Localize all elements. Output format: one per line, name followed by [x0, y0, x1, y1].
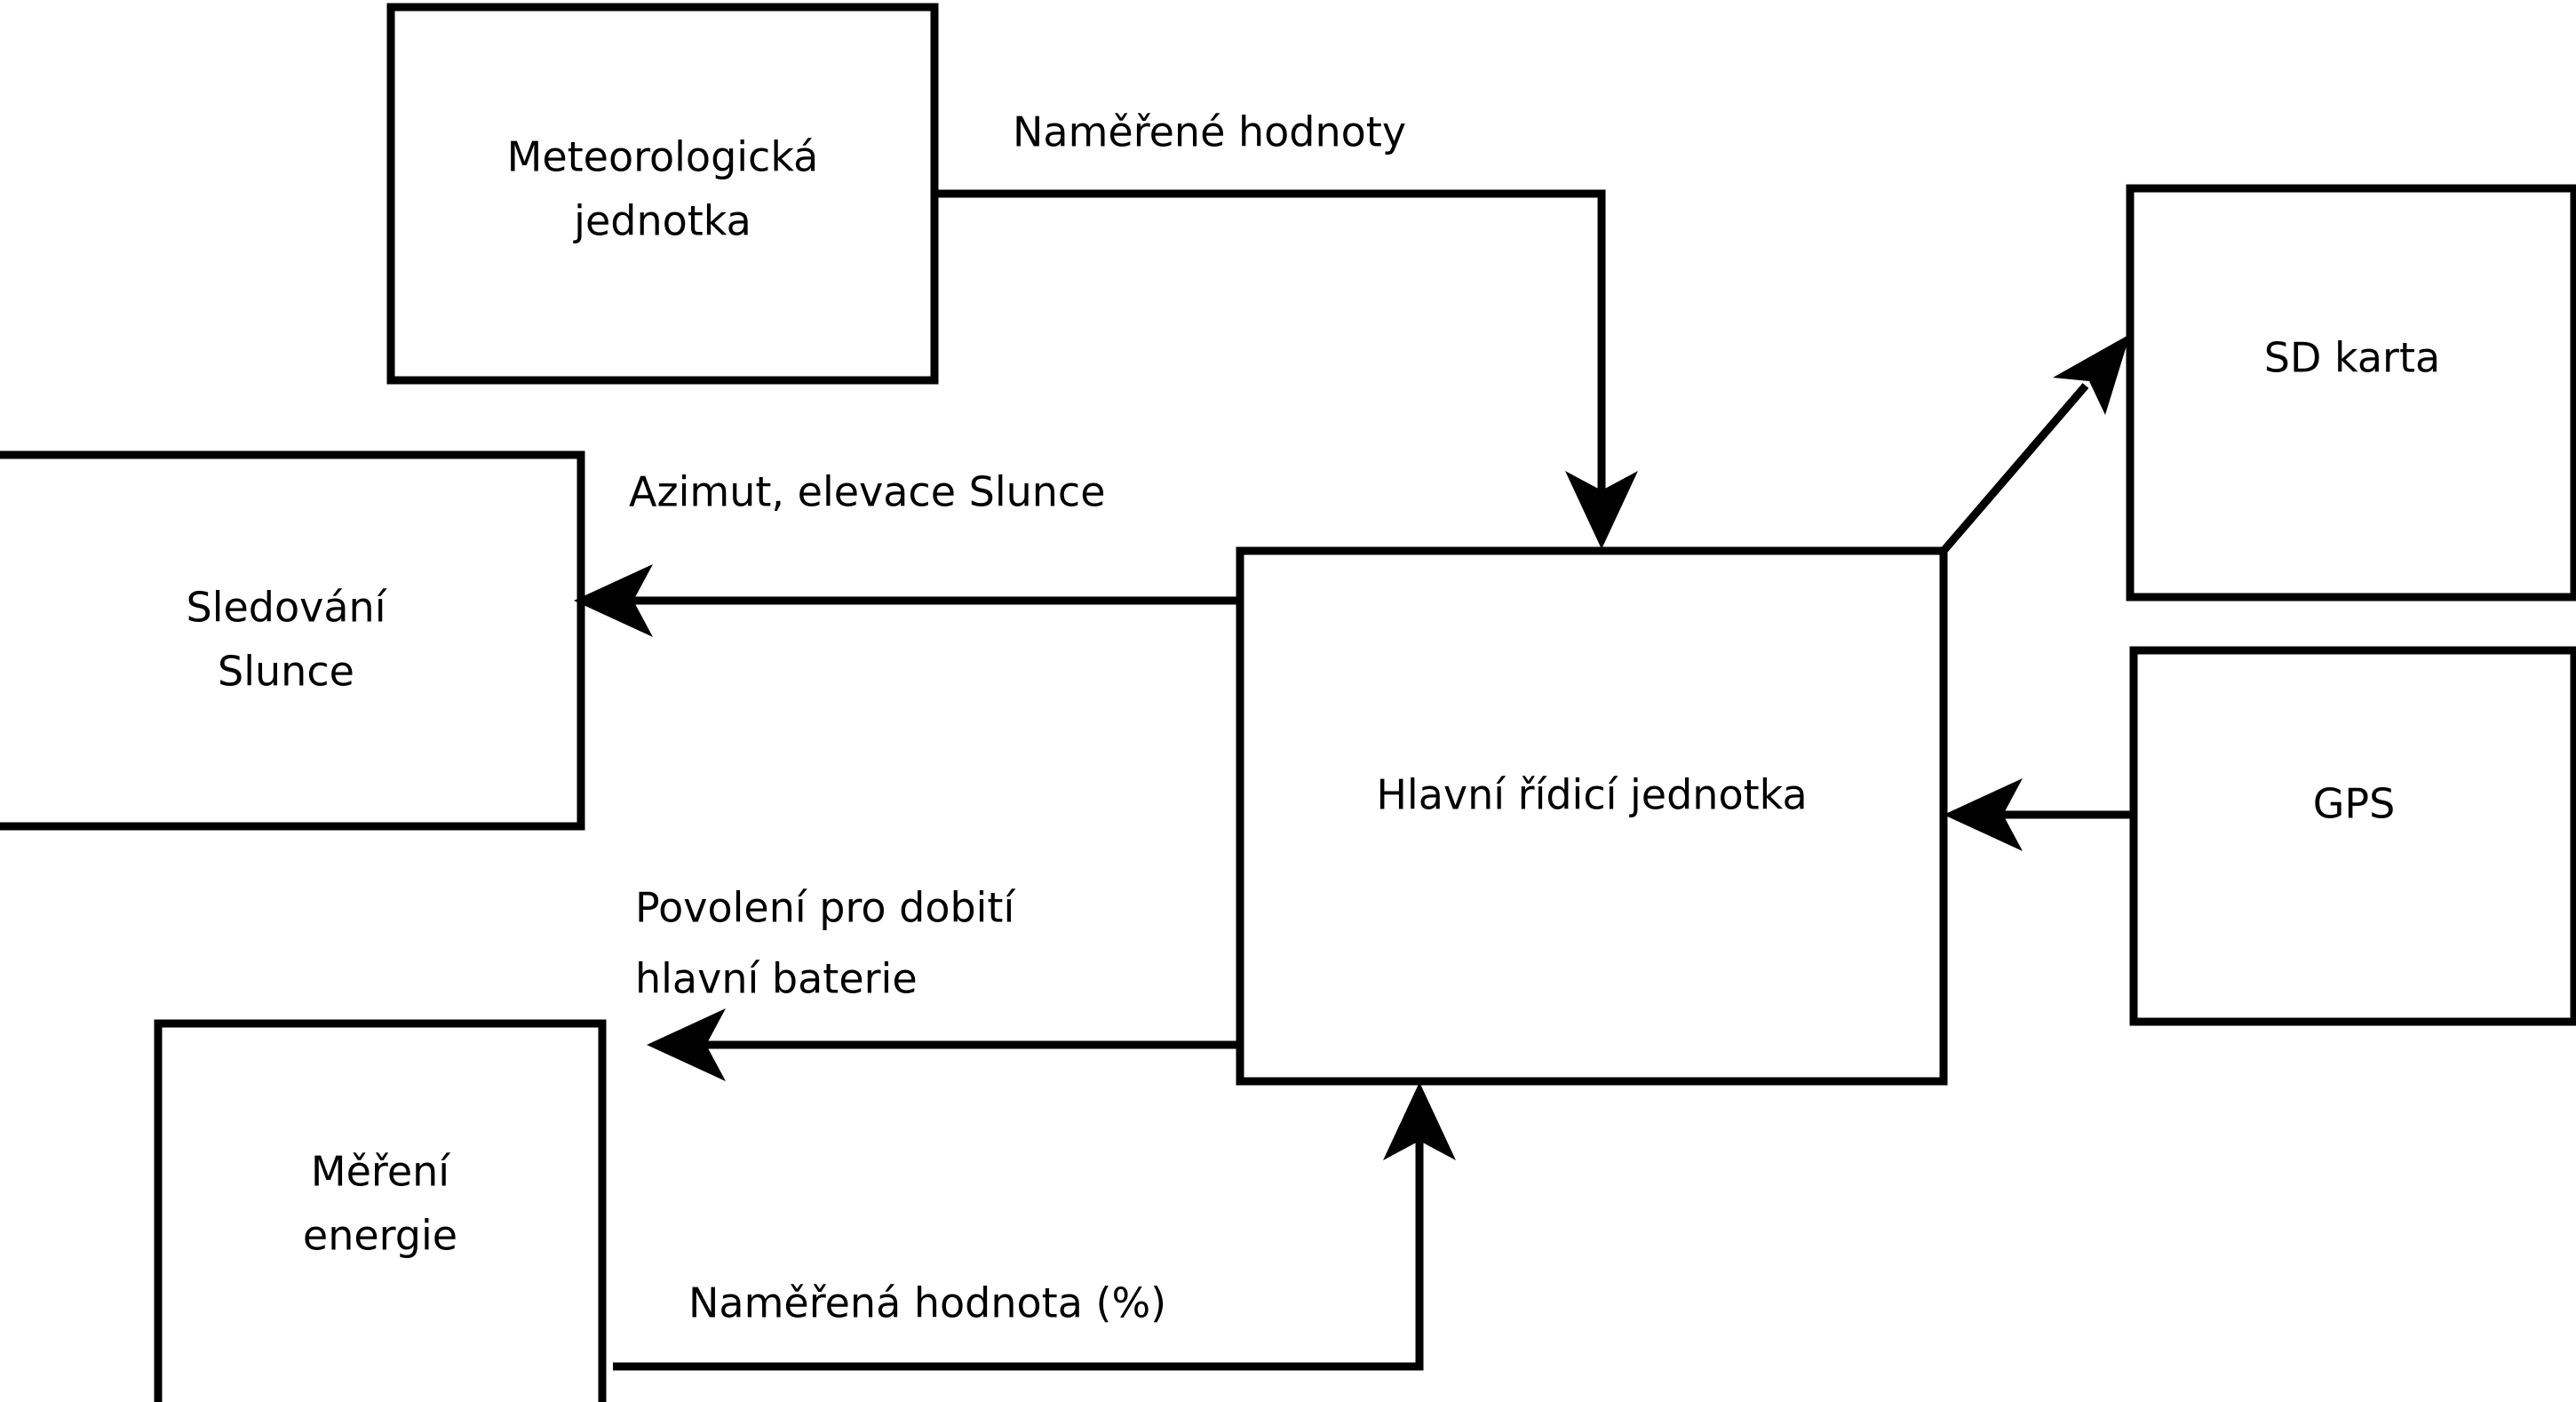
edge-label-azimut-elevace-slunce: Azimut, elevace Slunce: [629, 468, 1106, 516]
edge-label-main-to-energy: Povolení pro dobití hlavní baterie: [635, 884, 1015, 1003]
edge-label-meteo-to-main: Naměřené hodnoty: [1013, 108, 1406, 156]
edge-meteo-to-main-arrowhead: [1565, 471, 1638, 549]
edge-meteo-to-main: [934, 189, 1638, 549]
edge-energy-to-main-line: [613, 1139, 1424, 1371]
node-label-sd-karta: SD karta: [2264, 334, 2440, 382]
node-label-main-line-1: Hlavní řídicí jednotka: [1376, 771, 1807, 819]
edge-label-namerene-hodnoty: Naměřené hodnoty: [1013, 108, 1406, 156]
edge-main-to-energy: [647, 1008, 1240, 1081]
edge-main-to-sun-tracking-arrowhead: [574, 564, 653, 637]
edge-main-to-sd-card: [1940, 334, 2130, 554]
node-label-mereni-energie: Měření energie: [303, 1148, 457, 1260]
edge-energy-to-main: [613, 1082, 1456, 1371]
node-hlavni-ridici-jednotka[interactable]: [1236, 546, 1948, 1086]
node-label-hlavni-ridici-jednotka: Hlavní řídicí jednotka: [1376, 771, 1807, 819]
edge-label-povoleni-line-2: hlavní baterie: [635, 955, 918, 1003]
edge-label-main-to-sun-tracking: Azimut, elevace Slunce: [629, 468, 1106, 516]
edge-gps-to-main: [1944, 778, 2134, 851]
node-label-sun-line-2: Slunce: [218, 648, 354, 696]
edge-meteo-to-main-line: [934, 189, 1606, 493]
node-label-sd-card-line-1: SD karta: [2264, 334, 2440, 382]
edge-energy-to-main-arrowhead: [1383, 1082, 1456, 1160]
node-label-sun-line-1: Sledování: [187, 584, 387, 632]
node-label-meteo-line-2: jednotka: [573, 197, 751, 245]
node-mereni-energie[interactable]: [154, 1019, 607, 1402]
node-label-meteo-line-1: Meteorologická: [507, 133, 819, 181]
edge-main-to-sd-card-arrowhead: [2053, 334, 2130, 415]
edge-main-to-sd-card-line: [1940, 383, 2089, 554]
node-sd-karta[interactable]: [2126, 184, 2576, 601]
edge-label-energy-to-main: Naměřená hodnota (%): [688, 1279, 1166, 1327]
edge-main-to-energy-arrowhead: [647, 1008, 726, 1081]
edge-label-namerena-hodnota-procenta: Naměřená hodnota (%): [688, 1279, 1166, 1327]
node-gps[interactable]: [2129, 646, 2576, 1026]
edge-main-to-sun-tracking: [574, 564, 1240, 637]
node-label-sledovani-slunce: Sledování Slunce: [187, 584, 387, 696]
node-label-energy-line-2: energie: [303, 1212, 457, 1260]
node-label-gps-line-1: GPS: [2313, 780, 2396, 828]
node-label-energy-line-1: Měření: [311, 1148, 450, 1196]
edge-gps-to-main-arrowhead: [1944, 778, 2023, 851]
node-sledovani-slunce[interactable]: [0, 450, 585, 831]
node-label-meteorologicka-jednotka: Meteorologická jednotka: [507, 133, 819, 245]
node-label-gps: GPS: [2313, 780, 2396, 828]
node-meteorologicka-jednotka[interactable]: [386, 3, 939, 385]
edge-label-povoleni-line-1: Povolení pro dobití: [635, 884, 1015, 932]
